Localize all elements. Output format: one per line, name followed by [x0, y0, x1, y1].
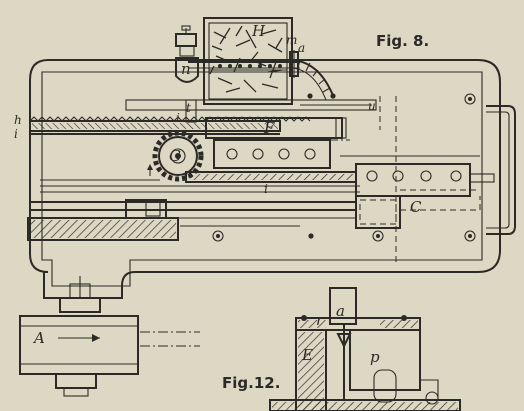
label-u: u	[368, 99, 376, 113]
handle	[486, 105, 516, 235]
label-E: E	[301, 346, 313, 364]
label-i-top: i	[176, 111, 180, 125]
fig12-title: Fig.12.	[222, 374, 280, 392]
label-G: G	[169, 147, 181, 165]
knob-n	[175, 25, 199, 83]
labels: Fig. 8. Fig.12. H n m a u t F h i i i G …	[14, 22, 429, 392]
curved-chute	[291, 59, 335, 99]
label-i-left: i	[14, 127, 18, 141]
label-H: H	[251, 22, 266, 40]
label-a-fig12: a	[336, 302, 345, 320]
label-C: C	[410, 198, 422, 216]
label-m: m	[286, 33, 297, 47]
label-a-fig8: a	[298, 41, 305, 55]
drive-shaft	[27, 199, 356, 241]
collar-m	[289, 50, 299, 78]
label-t: t	[186, 101, 191, 115]
frame-inner-edge	[41, 71, 483, 287]
label-r: r	[316, 311, 324, 329]
label-i-lower: i	[264, 182, 268, 196]
label-F: F	[263, 119, 275, 137]
fig12-drawing	[269, 287, 461, 411]
label-A: A	[32, 329, 45, 347]
machine-frame	[29, 59, 501, 299]
fig8-title: Fig. 8.	[376, 32, 429, 50]
slide-u	[125, 99, 377, 111]
rack-i	[40, 171, 360, 193]
label-h: h	[14, 113, 22, 127]
handle-inner	[486, 111, 510, 229]
gear-G	[152, 130, 204, 182]
label-n: n	[181, 60, 191, 78]
plate-F	[205, 117, 347, 169]
fig8-drawing	[19, 17, 516, 397]
cylinder-A	[19, 315, 200, 397]
rack-h	[29, 116, 311, 135]
frame-bolts	[212, 93, 476, 242]
label-p: p	[370, 348, 380, 366]
body-p	[349, 329, 421, 391]
block-C	[355, 163, 495, 229]
pedestal	[59, 276, 101, 313]
column-E	[295, 329, 327, 411]
